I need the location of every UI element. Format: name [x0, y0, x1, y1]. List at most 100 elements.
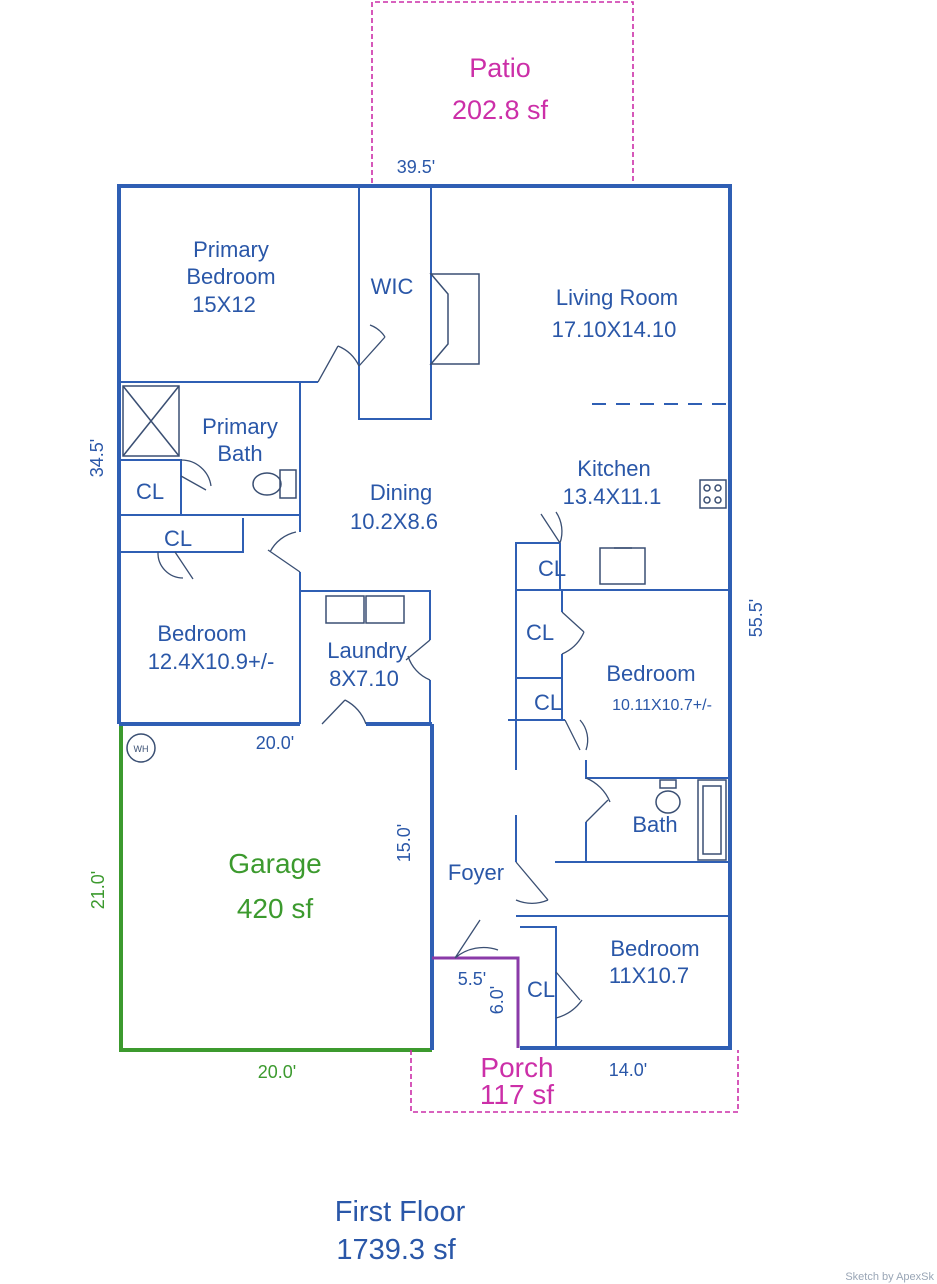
washer-icon: [325, 595, 365, 624]
lower-closet-label: CL: [527, 977, 555, 1002]
floor-area: 1739.3 sf: [336, 1234, 456, 1266]
top-dimension: 39.5': [397, 157, 435, 177]
patio-area: 202.8 sf: [452, 95, 549, 125]
primary-bath-label-1: Primary: [202, 414, 278, 439]
dining-label: Dining: [370, 480, 432, 505]
garage-label: Garage: [228, 848, 321, 879]
bath-toilet-tank-icon: [659, 779, 677, 789]
wic-door: [358, 324, 386, 367]
porch-depth-dimension: 6.0': [487, 986, 507, 1014]
garage-left-dimension: 21.0': [88, 871, 108, 909]
left-bedroom-door: [267, 531, 301, 573]
fireplace-icon: [429, 273, 480, 365]
kitchen-closet-label: CL: [538, 556, 566, 581]
right-dimension: 55.5': [746, 599, 766, 637]
burner-3-icon: [703, 496, 711, 504]
porch-label: Porch: [480, 1052, 553, 1083]
porch-area: 117 sf: [480, 1079, 554, 1110]
lower-bedroom-size: 11X10.7: [609, 963, 689, 988]
floor-name: First Floor: [335, 1196, 466, 1228]
primary-bedroom-label-2: Bedroom: [186, 264, 275, 289]
foyer-label: Foyer: [448, 860, 504, 885]
burner-4-icon: [714, 496, 722, 504]
primary-bedroom-door: [317, 345, 360, 383]
patio-outline: [371, 1, 634, 183]
left-bedroom-label: Bedroom: [157, 621, 246, 646]
primary-bedroom-label-1: Primary: [193, 237, 269, 262]
left-bedroom-size: 12.4X10.9+/-: [148, 649, 275, 674]
bath-toilet-icon: [655, 790, 681, 814]
primary-bath-closet-door: [180, 459, 212, 491]
left-bedroom: CL Bedroom 12.4X10.9+/-: [119, 514, 301, 724]
foyer-door: [515, 861, 549, 904]
dryer-icon: [365, 595, 405, 624]
kitchen-closet-wall: [515, 542, 560, 720]
dining-size: 10.2X8.6: [350, 509, 438, 534]
water-heater-label: WH: [134, 744, 149, 754]
house-outline: [117, 184, 732, 1050]
shower-icon: [122, 385, 180, 457]
laundry-top-wall: [300, 590, 431, 640]
bathtub-icon: [697, 779, 727, 861]
cooktop-icon: [699, 479, 727, 509]
garage-area: 420 sf: [237, 893, 313, 924]
closet-2-label: CL: [526, 620, 554, 645]
closet-3-label: CL: [534, 690, 562, 715]
toilet-tank-icon: [279, 469, 297, 499]
lower-closet-door: [555, 971, 583, 1019]
lower-closet-wall: [520, 926, 557, 1048]
right-bedroom-door: [564, 719, 589, 751]
wic-walls: [358, 185, 432, 420]
left-bedroom-closet-label: CL: [164, 526, 192, 551]
bath-label: Bath: [632, 812, 677, 837]
laundry-label: Laundry: [327, 638, 407, 663]
kitchen-label: Kitchen: [577, 456, 650, 481]
bottom-right-dimension: 14.0': [609, 1060, 647, 1080]
primary-bath-closet-label: CL: [136, 479, 164, 504]
left-bedroom-closet-door: [157, 551, 194, 580]
bath-door: [585, 777, 611, 823]
primary-suite: Primary Bedroom 15X12 WIC: [119, 185, 480, 515]
kitchen-closet-door: [540, 511, 563, 544]
sketch-credit: Sketch by ApexSk: [845, 1271, 934, 1283]
lower-bedroom-label: Bedroom: [610, 936, 699, 961]
primary-bath-label-2: Bath: [217, 441, 262, 466]
patio: Patio 202.8 sf: [371, 1, 634, 183]
garage-door-to-laundry: [321, 699, 367, 725]
bath-top-wall: [585, 760, 730, 779]
garage-bottom-dimension: 20.0': [258, 1062, 296, 1082]
burner-1-icon: [703, 484, 711, 492]
porch-width-dimension: 5.5': [458, 969, 486, 989]
sink-icon: [599, 547, 646, 585]
living-kitchen: Living Room 17.10X14.10 Kitchen 13.4X11.…: [552, 285, 730, 585]
garage-outline: [119, 726, 432, 1052]
right-wing: CL CL CL Bedroom 10.11X10.7+/- Bath Foye…: [448, 511, 730, 1048]
laundry: Laundry 8X7.10: [300, 590, 431, 725]
porch: Porch 117 sf 5.5' 6.0' 14.0': [410, 956, 739, 1113]
burner-2-icon: [714, 484, 722, 492]
wic-label: WIC: [371, 274, 414, 299]
exterior-wall: [117, 184, 732, 1050]
bathtub-inner-icon: [702, 785, 722, 855]
porch-outline: [410, 1050, 739, 1113]
water-heater-icon: [126, 733, 156, 763]
porch-inner-wall: [432, 956, 520, 1048]
primary-bedroom-size: 15X12: [192, 292, 256, 317]
right-bedroom-size: 10.11X10.7+/-: [612, 697, 712, 714]
left-dimension: 34.5': [87, 439, 107, 477]
living-room-size: 17.10X14.10: [552, 317, 677, 342]
right-bedroom-label: Bedroom: [606, 661, 695, 686]
closet-2-door: [561, 611, 585, 655]
left-bedroom-closet-wall: [119, 518, 244, 553]
garage-right-dimension: 15.0': [394, 824, 414, 862]
primary-bath: CL Primary Bath: [119, 385, 297, 515]
living-room-label: Living Room: [556, 285, 678, 310]
laundry-size: 8X7.10: [329, 666, 399, 691]
shower-icon-line-2: [122, 385, 180, 457]
garage-top-dimension: 20.0': [256, 733, 294, 753]
kitchen-size: 13.4X11.1: [563, 484, 662, 509]
front-door: [454, 919, 499, 959]
patio-label: Patio: [469, 53, 531, 83]
garage: WH 20.0' Garage 420 sf 20.0' 21.0' 15.0': [88, 726, 434, 1082]
